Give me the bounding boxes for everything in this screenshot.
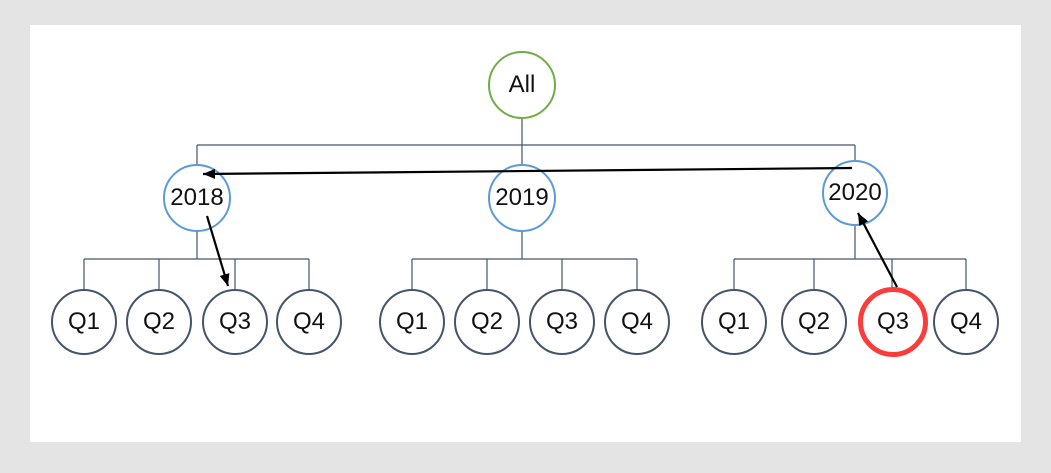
node-2020-q4-label: Q4 [949, 308, 982, 335]
node-2019: 2019 [488, 164, 556, 232]
node-2018-q4-label: Q4 [292, 308, 325, 335]
node-2020: 2020 [822, 160, 888, 226]
node-2019-label: 2019 [495, 184, 549, 211]
node-2019-q1-label: Q1 [395, 308, 428, 335]
node-2019-q3: Q3 [529, 289, 595, 355]
node-2019-q4: Q4 [604, 289, 670, 355]
node-2020-q3-label: Q3 [876, 308, 909, 335]
node-2020-label: 2020 [828, 179, 882, 206]
node-2019-q1: Q1 [379, 289, 445, 355]
node-2018-q2: Q2 [126, 289, 192, 355]
node-2020-q3-highlighted: Q3 [858, 287, 928, 357]
node-2018: 2018 [163, 164, 231, 232]
node-2020-q2-label: Q2 [797, 308, 830, 335]
node-2019-q2-label: Q2 [470, 308, 503, 335]
node-2020-q4: Q4 [933, 289, 999, 355]
node-2018-q3-label: Q3 [218, 308, 251, 335]
node-2018-q1: Q1 [51, 289, 117, 355]
node-2018-q3: Q3 [202, 289, 268, 355]
node-2018-label: 2018 [170, 184, 224, 211]
node-2020-q2: Q2 [781, 289, 847, 355]
node-2019-q3-label: Q3 [545, 308, 578, 335]
node-2018-q4: Q4 [276, 289, 342, 355]
node-2020-q1-label: Q1 [717, 308, 750, 335]
node-2019-q2: Q2 [454, 289, 520, 355]
node-2019-q4-label: Q4 [620, 308, 653, 335]
node-2018-q1-label: Q1 [67, 308, 100, 335]
node-all-label: All [508, 71, 536, 98]
node-all: All [488, 51, 556, 119]
node-2020-q1: Q1 [701, 289, 767, 355]
node-2018-q2-label: Q2 [142, 308, 175, 335]
